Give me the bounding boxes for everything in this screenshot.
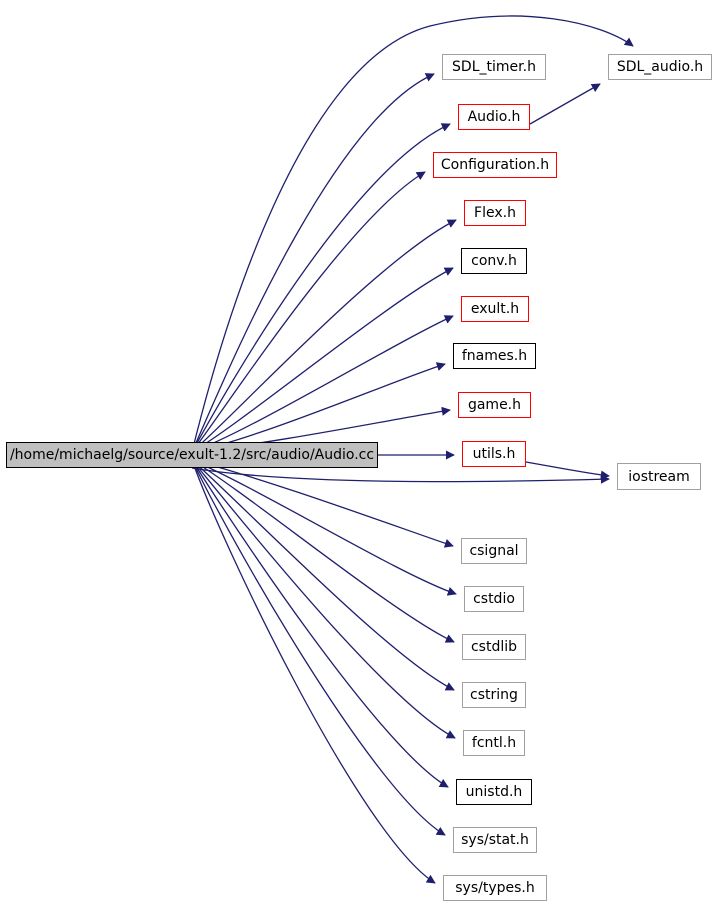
node-csignal[interactable]: csignal <box>461 538 527 564</box>
edge-root-to-iostream <box>191 467 610 484</box>
edge-root-to-cstdio <box>191 459 457 596</box>
node-audio-h[interactable]: Audio.h <box>458 104 530 130</box>
edge-root-to-flex-h <box>191 219 457 453</box>
node-sdl-timer-h[interactable]: SDL_timer.h <box>442 54 546 80</box>
node-audio-cc[interactable]: /home/michaelg/source/exult-1.2/src/audi… <box>6 442 378 468</box>
node-game-h[interactable]: game.h <box>458 392 531 418</box>
edge-root-to-sys-types-h <box>191 459 436 884</box>
edge-root-to-sdl-timer <box>191 73 435 453</box>
node-sys-types-h[interactable]: sys/types.h <box>443 875 547 901</box>
node-exult-h[interactable]: exult.h <box>461 296 529 322</box>
edge-root-to-sdl-audio <box>191 15 634 453</box>
node-fcntl-h[interactable]: fcntl.h <box>463 730 525 756</box>
node-flex-h[interactable]: Flex.h <box>464 200 526 226</box>
node-cstdlib[interactable]: cstdlib <box>462 634 526 660</box>
edge-audio-h-to-sdl-audio <box>529 83 601 125</box>
node-unistd-h[interactable]: unistd.h <box>456 779 532 805</box>
edge-root-to-fnames-h <box>191 362 446 453</box>
node-iostream[interactable]: iostream <box>617 463 701 490</box>
node-sys-stat-h[interactable]: sys/stat.h <box>453 827 537 853</box>
node-configuration-h[interactable]: Configuration.h <box>433 152 557 178</box>
edge-root-to-conv-h <box>191 267 454 453</box>
edge-root-to-cstring <box>191 459 455 691</box>
node-conv-h[interactable]: conv.h <box>461 248 527 274</box>
edge-root-to-configuration-h <box>191 171 426 453</box>
edge-root-to-csignal <box>191 459 454 548</box>
edge-root-to-audio-h <box>191 123 451 453</box>
node-fnames-h[interactable]: fnames.h <box>453 343 536 369</box>
node-sdl-audio-h[interactable]: SDL_audio.h <box>608 54 712 80</box>
edge-root-to-unistd-h <box>191 459 449 788</box>
node-utils-h[interactable]: utils.h <box>462 441 526 467</box>
edge-root-to-sys-stat-h <box>191 459 446 836</box>
node-cstring[interactable]: cstring <box>462 682 526 708</box>
edge-root-to-exult-h <box>191 315 454 453</box>
node-cstdio[interactable]: cstdio <box>464 586 524 612</box>
edge-root-to-cstdlib <box>191 459 455 643</box>
edge-root-to-fcntl-h <box>191 459 456 739</box>
edge-utils-h-to-iostream <box>525 461 610 480</box>
